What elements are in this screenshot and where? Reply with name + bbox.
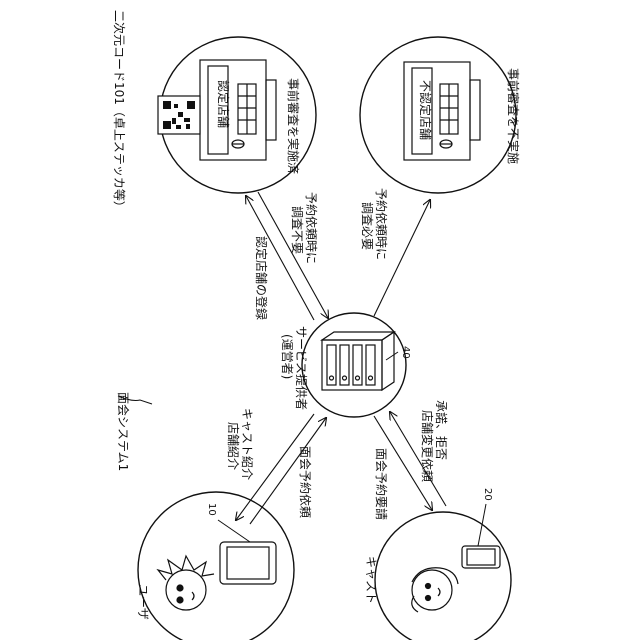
- user-label: ユーザ: [136, 584, 150, 620]
- introduce-line2: 店舗紹介: [226, 422, 240, 470]
- arrow-meeting-request-user: [250, 418, 326, 524]
- reservation-certified-line1: 予約依頼時に: [304, 192, 318, 264]
- uncertified-store-label: 不認定店舗: [418, 80, 432, 140]
- user-face-icon: [158, 556, 214, 610]
- cast-circle: [375, 512, 511, 640]
- provider-ref: 40: [398, 346, 412, 359]
- meeting-request-user-label: 面会予約依頼: [298, 446, 312, 518]
- certified-store-label: 認定店舗: [216, 80, 230, 128]
- cast-face-icon: [412, 568, 458, 612]
- cast-reply-line2: 店舗変更依頼: [420, 410, 434, 482]
- user-phone-icon: [220, 542, 276, 584]
- cast-label: キャスト: [364, 556, 378, 604]
- qr-code-icon: [158, 96, 200, 134]
- introduce-line1: キャスト紹介: [240, 408, 254, 480]
- user-ref: 10: [204, 503, 218, 516]
- server-icon: [322, 332, 394, 390]
- system-label: 面会システム1: [116, 392, 130, 471]
- cast-phone-icon: [462, 546, 500, 568]
- meeting-request-cast-label: 面会予約要請: [374, 448, 388, 520]
- reservation-certified-line2: 調査不要: [290, 206, 304, 254]
- provider-circle: [302, 313, 406, 417]
- reservation-uncertified-line1: 予約依頼時に: [374, 188, 388, 260]
- provider-title: サービス提供者: [294, 326, 308, 410]
- certified-store-status: 事前審査を実施済: [286, 78, 300, 174]
- reservation-uncertified-line2: 調査必要: [360, 202, 374, 250]
- provider-subtitle: (運営者): [280, 334, 294, 379]
- cast-reply-line1: 承諾、拒否: [434, 400, 448, 460]
- uncertified-store-status: 事前審査を不実施: [506, 68, 520, 164]
- register-label: 認定店舗の登録: [254, 236, 268, 320]
- uncertified-store-circle: [360, 37, 516, 193]
- certified-store-icon: [200, 60, 276, 160]
- qr-code-label: 二次元コード101（卓上ステッカ等）: [112, 10, 126, 213]
- uncertified-store-icon: [404, 62, 480, 160]
- cast-ref: 20: [480, 488, 494, 501]
